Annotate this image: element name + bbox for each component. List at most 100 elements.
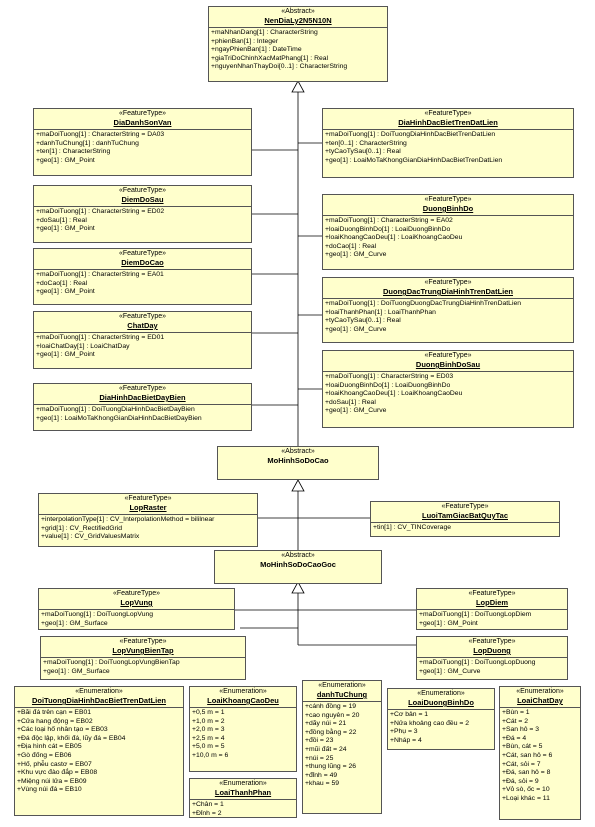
class-luoitamgiacbatquytac[interactable]: «FeatureType»LuoiTamGiacBatQuyTac +tin[1… bbox=[370, 501, 560, 537]
enum-literal: +2,5 m = 4 bbox=[192, 734, 225, 742]
stereotype: «FeatureType» bbox=[424, 352, 472, 359]
enum-danhtuchung[interactable]: «Enumeration»danhTuChung +cánh đồng = 19… bbox=[302, 680, 382, 814]
enum-literal: +Bùn = 1 bbox=[502, 709, 530, 716]
attribute: +geo[1] : GM_Curve bbox=[419, 667, 481, 675]
attribute: +tyCaoTySau[0..1] : Real bbox=[325, 317, 401, 325]
enum-literal: +0,5 m = 1 bbox=[192, 709, 225, 716]
attribute: +ten[1] : CharacterString bbox=[36, 148, 111, 156]
stereotype: «FeatureType» bbox=[424, 279, 472, 286]
enum-literal: +đồng bằng = 22 bbox=[305, 728, 357, 736]
class-name: DuongDacTrungDiaHinhTrenDatLien bbox=[382, 287, 513, 296]
enum-loaikhoangcaodeu[interactable]: «Enumeration»LoaiKhoangCaoDeu +0,5 m = 1… bbox=[189, 686, 297, 772]
attribute: +phienBan[1] : Integer bbox=[211, 37, 279, 45]
attribute: +geo[1] : GM_Point bbox=[36, 351, 95, 359]
class-name: LoaiDuongBinhDo bbox=[408, 698, 474, 707]
enum-literal: +Nháp = 4 bbox=[390, 736, 422, 744]
attribute: +maDoiTuong[1] : DoiTuongDuongDacTrungDi… bbox=[325, 300, 522, 307]
class-lopraster[interactable]: «FeatureType»LopRaster +interpolationTyp… bbox=[38, 493, 258, 547]
attribute: +maDoiTuong[1] : DoiTuongLopVung bbox=[41, 611, 154, 618]
stereotype: «Abstract» bbox=[281, 8, 315, 15]
enum-literal: +Đá = 4 bbox=[502, 734, 527, 742]
attribute: +loaiDuongBinhDo[1] : LoaiDuongBinhDo bbox=[325, 225, 451, 233]
attribute: +doCao[1] : Real bbox=[325, 242, 377, 250]
class-diahinhdacbietdaybien[interactable]: «FeatureType»DiaHinhDacBietDayBien +maDo… bbox=[33, 383, 252, 431]
class-chatday[interactable]: «FeatureType»ChatDay +maDoiTuong[1] : Ch… bbox=[33, 311, 252, 369]
class-diahinhdacbiettrendatlien[interactable]: «FeatureType»DiaHinhDacBietTrenDatLien +… bbox=[322, 108, 574, 178]
enum-literal: +Gò đống = EB06 bbox=[17, 751, 72, 759]
class-lopduong[interactable]: «FeatureType»LopDuong +maDoiTuong[1] : D… bbox=[416, 636, 568, 680]
attribute: +doSau[1] : Real bbox=[325, 398, 376, 406]
class-mohinhsodocaogoc[interactable]: «Abstract»MoHinhSoDoCaoGoc bbox=[214, 550, 382, 584]
attribute: +nguyenNhanThayDoi[0..1] : CharacterStri… bbox=[211, 63, 348, 71]
class-nendialy2n5n10n[interactable]: «Abstract»NenDiaLy2N5N10N +maNhanDang[1]… bbox=[208, 6, 388, 82]
class-name: danhTuChung bbox=[316, 690, 368, 699]
class-duongbinhdo[interactable]: «FeatureType»DuongBinhDo +maDoiTuong[1] … bbox=[322, 194, 574, 270]
stereotype: «Enumeration» bbox=[516, 688, 564, 695]
enum-literal: +Các loại hố nhân tạo = EB03 bbox=[17, 726, 108, 734]
generalization-arrow bbox=[291, 581, 305, 594]
class-diemdocao[interactable]: «FeatureType»DiemDoCao +maDoiTuong[1] : … bbox=[33, 248, 252, 305]
enum-loaiduongbinhdo[interactable]: «Enumeration»LoaiDuongBinhDo +Cơ bản = 1… bbox=[387, 688, 495, 750]
stereotype: «FeatureType» bbox=[119, 638, 167, 645]
enum-literal: +núi = 25 bbox=[305, 754, 334, 762]
stereotype: «FeatureType» bbox=[124, 495, 172, 502]
attribute: +geo[1] : GM_Curve bbox=[325, 325, 387, 333]
enum-literal: +Cát, san hô = 6 bbox=[502, 751, 553, 759]
enum-literal: +Cát, sỏi = 7 bbox=[502, 760, 541, 768]
class-name: NenDiaLy2N5N10N bbox=[264, 16, 332, 25]
generalization-arrow bbox=[291, 479, 305, 492]
class-name: LopDuong bbox=[473, 646, 511, 655]
class-name: DiemDoSau bbox=[121, 195, 164, 204]
enum-literal: +Khu vực đào đắp = EB08 bbox=[17, 769, 98, 777]
enum-literal: +Loại khác = 11 bbox=[502, 794, 550, 802]
attribute: +interpolationType[1] : CV_Interpolation… bbox=[41, 516, 215, 523]
stereotype: «FeatureType» bbox=[468, 638, 516, 645]
stereotype: «FeatureType» bbox=[118, 385, 167, 392]
stereotype: «FeatureType» bbox=[468, 590, 516, 597]
class-lopdiem[interactable]: «FeatureType»LopDiem +maDoiTuong[1] : Do… bbox=[416, 588, 568, 630]
class-name: ChatDay bbox=[127, 321, 158, 330]
attribute: +danhTuChung[1] : danhTuChung bbox=[36, 139, 139, 147]
attribute: +geo[1] : GM_Point bbox=[36, 225, 95, 233]
stereotype: «Enumeration» bbox=[219, 780, 267, 787]
attribute: +tin[1] : CV_TINCoverage bbox=[373, 524, 452, 531]
enum-literal: +Chân = 1 bbox=[192, 801, 224, 808]
attribute: +maDoiTuong[1] : DoiTuongDiaHinhDacBietD… bbox=[36, 406, 195, 413]
class-mohinhsodocao[interactable]: «Abstract»MoHinhSoDoCao bbox=[217, 446, 379, 480]
attribute: +loaiDuongBinhDo[1] : LoaiDuongBinhDo bbox=[325, 381, 451, 389]
class-duongbinhdosau[interactable]: «FeatureType»DuongBinhDoSau +maDoiTuong[… bbox=[322, 350, 574, 428]
enum-literal: +Miệng núi lửa = EB09 bbox=[17, 777, 87, 785]
enum-loaichatday[interactable]: «Enumeration»LoaiChatDay +Bùn = 1 +Cát =… bbox=[499, 686, 581, 820]
class-name: LoaiChatDay bbox=[517, 696, 563, 705]
attribute: +maNhanDang[1] : CharacterString bbox=[211, 29, 318, 36]
stereotype: «FeatureType» bbox=[112, 590, 161, 597]
enum-literal: +Đá, san hô = 8 bbox=[502, 769, 551, 777]
class-name: DuongBinhDoSau bbox=[415, 360, 481, 369]
class-diemdosau[interactable]: «FeatureType»DiemDoSau +maDoiTuong[1] : … bbox=[33, 185, 252, 243]
class-name: MoHinhSoDoCaoGoc bbox=[260, 560, 336, 569]
enum-loaithanhphan[interactable]: «Enumeration»LoaiThanhPhan +Chân = 1 +Đỉ… bbox=[189, 778, 297, 818]
class-lopvungbientap[interactable]: «FeatureType»LopVungBienTap +maDoiTuong[… bbox=[40, 636, 246, 680]
class-diadanhsonvan[interactable]: «FeatureType»DiaDanhSonVan +maDoiTuong[1… bbox=[33, 108, 252, 176]
class-name: DiaDanhSonVan bbox=[113, 118, 172, 127]
enum-literal: +San hô = 3 bbox=[502, 726, 540, 734]
attribute: +geo[1] : GM_Curve bbox=[325, 407, 387, 415]
class-lopvung[interactable]: «FeatureType»LopVung +maDoiTuong[1] : Do… bbox=[38, 588, 235, 630]
enum-doituongdiahinhdacbiettrendatlien[interactable]: «Enumeration»DoiTuongDiaHinhDacBietTrenD… bbox=[14, 686, 184, 816]
stereotype: «FeatureType» bbox=[118, 187, 167, 194]
attribute: +tyCaoTySau[0..1] : Real bbox=[325, 148, 401, 156]
stereotype: «FeatureType» bbox=[118, 313, 167, 320]
attribute: +maDoiTuong[1] : DoiTuongLopVungBienTap bbox=[43, 659, 180, 666]
attribute: +geo[1] : GM_Point bbox=[36, 288, 95, 296]
attribute: +value[1] : CV_GridValuesMatrix bbox=[41, 533, 140, 541]
stereotype: «FeatureType» bbox=[441, 503, 489, 510]
attribute: +maDoiTuong[1] : CharacterString = ED03 bbox=[325, 373, 454, 380]
enum-literal: +đồi = 23 bbox=[305, 737, 334, 745]
attribute: +loaiThanhPhan[1] : LoaiThanhPhan bbox=[325, 308, 436, 316]
attribute: +giaTriDoChinhXacMatPhang[1] : Real bbox=[211, 54, 329, 62]
enum-literal: +cánh đồng = 19 bbox=[305, 703, 357, 710]
attribute: +maDoiTuong[1] : DoiTuongDiaHinhDacBietT… bbox=[325, 131, 496, 138]
class-duongdactrungdiahinhtrendatlien[interactable]: «FeatureType»DuongDacTrungDiaHinhTrenDat… bbox=[322, 277, 574, 343]
enum-literal: +mũi đất = 24 bbox=[305, 745, 347, 753]
